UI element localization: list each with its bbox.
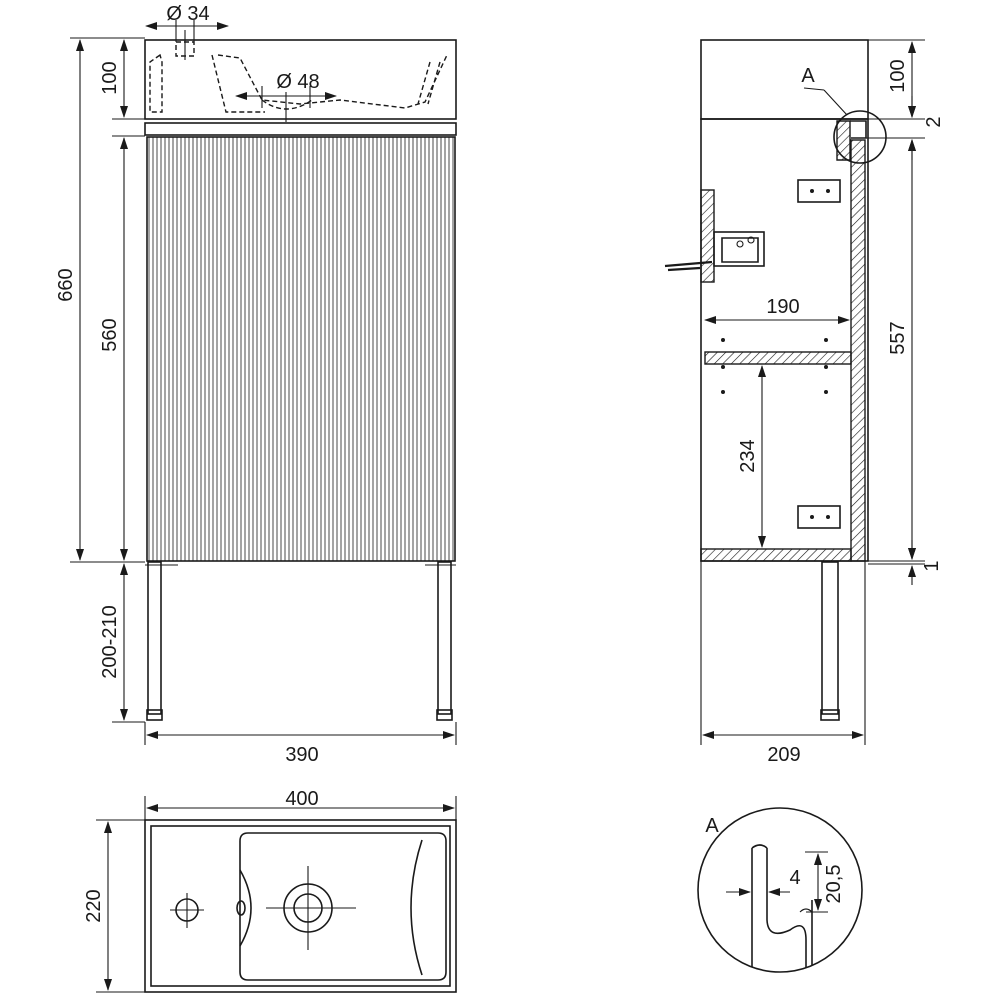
detail-a-label: A bbox=[705, 815, 719, 837]
dim-label-209: 209 bbox=[767, 744, 800, 766]
top-inner-rim bbox=[150, 825, 451, 987]
front-leg-left-foot bbox=[146, 709, 163, 721]
detail-a: A 4 20,5 bbox=[697, 807, 863, 973]
dim-label-gap-bottom: 1 bbox=[921, 560, 943, 571]
dim-label-200-210: 200-210 bbox=[99, 605, 121, 678]
dim-label-400: 400 bbox=[285, 788, 318, 810]
detail-a-rail-profile bbox=[751, 844, 807, 972]
front-leg-left bbox=[147, 561, 162, 715]
side-leg bbox=[821, 561, 839, 715]
dim-label-660: 660 bbox=[55, 268, 77, 301]
dim-label-190: 190 bbox=[766, 296, 799, 318]
detail-a-circle bbox=[697, 807, 863, 973]
dim-label-557: 557 bbox=[887, 321, 909, 354]
dim-label-100-front: 100 bbox=[99, 61, 121, 94]
side-top-rail bbox=[836, 120, 851, 161]
side-view: A 100 2 557 1 190 234 209 bbox=[664, 39, 945, 766]
side-back-panel bbox=[850, 139, 866, 562]
front-basin-hidden-edges bbox=[149, 53, 448, 113]
dim-label-tap-hole: Ø 34 bbox=[166, 3, 209, 25]
side-shelf-pin-holes bbox=[721, 338, 828, 394]
side-basin bbox=[700, 39, 869, 120]
front-leg-right-foot bbox=[436, 709, 453, 721]
front-view: 660 100 560 200-210 390 Ø 34 Ø 48 bbox=[55, 3, 457, 766]
detail-callout-circle bbox=[833, 110, 887, 164]
detail-a-dim-4: 4 bbox=[789, 867, 800, 889]
top-bowl-left-curve bbox=[239, 869, 252, 947]
side-bracket-top bbox=[797, 179, 841, 203]
side-body bbox=[700, 118, 869, 562]
top-overflow bbox=[236, 900, 246, 916]
detail-callout-label: A bbox=[801, 65, 815, 87]
front-basin bbox=[144, 39, 457, 120]
dim-label-234: 234 bbox=[737, 439, 759, 472]
side-bottom bbox=[700, 548, 852, 562]
side-door-edge bbox=[700, 189, 715, 283]
detail-a-dim-20-5: 20,5 bbox=[823, 865, 845, 904]
top-bowl-right-curve bbox=[410, 839, 423, 976]
side-handle bbox=[664, 260, 713, 268]
front-leg-right bbox=[437, 561, 452, 715]
top-view: 400 220 bbox=[83, 788, 457, 993]
top-outline bbox=[144, 819, 457, 993]
front-door-ribbed bbox=[146, 136, 456, 562]
dim-label-220: 220 bbox=[83, 889, 105, 922]
dim-label-gap-top: 2 bbox=[923, 116, 945, 127]
front-drain-hidden bbox=[261, 99, 313, 110]
side-hinge bbox=[713, 231, 765, 267]
dim-label-560: 560 bbox=[99, 318, 121, 351]
dim-label-100-side: 100 bbox=[887, 59, 909, 92]
side-shelf bbox=[704, 351, 852, 365]
side-bracket-bottom bbox=[797, 505, 841, 529]
front-top-rail bbox=[144, 122, 457, 136]
top-bowl bbox=[239, 832, 447, 981]
dim-label-drain: Ø 48 bbox=[276, 71, 319, 93]
dim-label-390: 390 bbox=[285, 744, 318, 766]
